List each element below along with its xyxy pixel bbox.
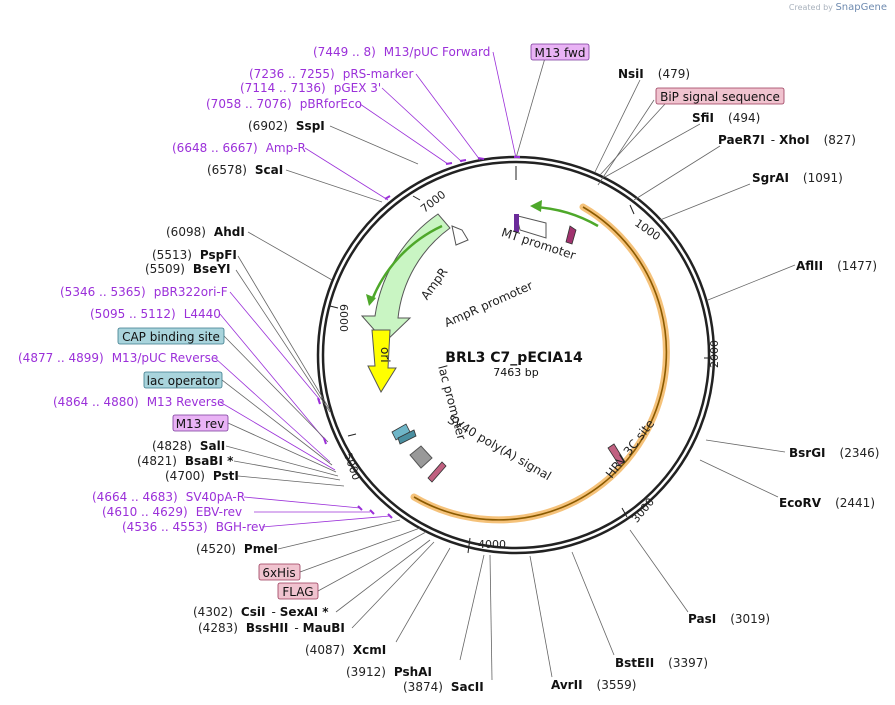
ampr-arrow [360,213,451,343]
cap-binding-label: CAP binding site [122,330,220,344]
primer-m13-puc-forward: (7449 .. 8)M13/pUC Forward [313,45,490,59]
site-bseyi: (5509)BseYI [145,262,231,276]
mt-promoter-arrowhead [530,200,542,212]
site-avrii: AvrII(3559) [551,678,636,692]
flag-leader [317,531,427,592]
plasmid-name: BRL3 C7_pECIA14 [445,350,583,366]
primer-bgh-rev: (4536 .. 4553)BGH-rev [122,520,266,534]
site-sfii: SfiI(494) [692,111,760,125]
lac-op-leader [221,379,333,466]
flag-tag-box [277,582,319,600]
site-ahdi: (6098)AhdI [166,225,245,239]
site-csii-sexai: (4302)CsiI-SexAI * [193,605,329,619]
site-sgrai: SgrAI(1091) [752,171,843,185]
primer-amp-r: (6648 .. 6667)Amp-R [172,141,306,155]
primer-m13-reverse: (4864 .. 4880)M13 Reverse [53,395,224,409]
site-paer7i-xhoi: PaeR7I-XhoI(827) [718,133,856,147]
primer-m13-puc-reverse: (4877 .. 4899)M13/pUC Reverse [18,351,218,365]
m13-rev-box [172,414,229,432]
ampr-promoter-arrowhead [366,294,376,306]
lac-operator-box [143,371,223,389]
site-bsabi: (4821)BsaBI * [137,454,234,468]
site-pmei: (4520)PmeI [196,542,278,556]
cap-leader [223,335,329,443]
site-ecorv: EcoRV(2441) [779,496,875,510]
tick-2000: 2000 [708,340,721,368]
site-pasi: PasI(3019) [688,612,770,626]
cap-binding-feature [397,429,417,445]
primer-sv40pa-r: (4664 .. 4683)SV40pA-R [92,490,245,504]
his-leader [299,527,421,573]
his-tag-box [258,563,301,581]
primer-marks [317,156,520,519]
tick-1000: 1000 [632,217,662,244]
watermark-prefix: Created by [788,3,833,12]
site-bsrgi: BsrGI(2346) [789,446,879,460]
snapgene-watermark: Created by SnapGene [789,2,887,13]
lac-operator-label: lac operator [147,374,220,388]
plasmid-length: 7463 bp [493,366,538,379]
bip-label: BiP signal sequence [660,90,780,104]
m13-rev-label: M13 rev [176,417,225,431]
watermark-brand: SnapGene [835,2,887,13]
m13-fwd-feature [514,214,519,232]
site-pshai: (3912)PshAI [346,665,432,679]
sv40-label: SV40 poly(A) signal [445,412,553,483]
his-tag-label: 6xHis [262,566,295,580]
site-pspfi: (5513)PspFI [152,248,237,262]
bip-box [655,87,785,105]
site-nsii: NsiI(479) [618,67,690,81]
primer-pbrforeco: (7058 .. 7076)pBRforEco [206,97,362,111]
primer-leaders [214,51,517,528]
bip-signal-feature [565,225,577,245]
m13-fwd-label: M13 fwd [535,46,586,60]
left-site-leaders [225,125,435,629]
right-site-leaders [395,57,796,681]
tick-5000: 5000 [341,451,363,482]
tick-3000: 3000 [629,495,657,525]
tick-4000: 4000 [478,538,506,551]
ampr-label: AmpR [418,265,450,302]
backbone-ticks [329,166,712,554]
site-sali: (4828)SalI [152,439,225,453]
ampr-promoter-label: AmpR promoter [442,278,535,330]
ori-label: ori [378,347,392,363]
primer-pgex-3: (7114 .. 7136)pGEX 3' [240,81,381,95]
sv40-polya-feature [409,445,433,469]
flag-feature [427,461,447,483]
ampr-promoter-arrow [370,224,443,301]
site-psti: (4700)PstI [165,469,239,483]
m13-rev-leader [227,422,337,473]
primer-pbr322ori-f: (5346 .. 5365)pBR322ori-F [60,285,228,299]
orf-arc [413,206,668,521]
site-scai: (6578)ScaI [207,163,283,177]
ori-arrow [367,329,397,394]
primer-prs-marker: (7236 .. 7255)pRS-marker [249,67,413,81]
site-xcmi: (4087)XcmI [305,643,386,657]
site-aflii: AflII(1477) [796,259,877,273]
primer-l4440: (5095 .. 5112)L4440 [90,307,221,321]
primer-ebv-rev: (4610 .. 4629)EBV-rev [102,505,242,519]
site-bsteii: BstEII(3397) [615,656,708,670]
cap-binding-box [117,327,225,345]
flag-tag-label: FLAG [282,585,313,599]
site-sspi: (6902)SspI [248,119,325,133]
site-sacii: (3874)SacII [403,680,484,694]
tick-6000: 6000 [337,304,350,332]
backbone-inner-ring [321,160,711,550]
tick-7000: 7000 [418,188,448,215]
m13-fwd-box [530,43,590,61]
hrv-3c-feature [607,443,626,466]
site-bsshii-maubi: (4283)BssHII-MauBI [198,621,345,635]
ampr-promoter-box [451,225,469,246]
